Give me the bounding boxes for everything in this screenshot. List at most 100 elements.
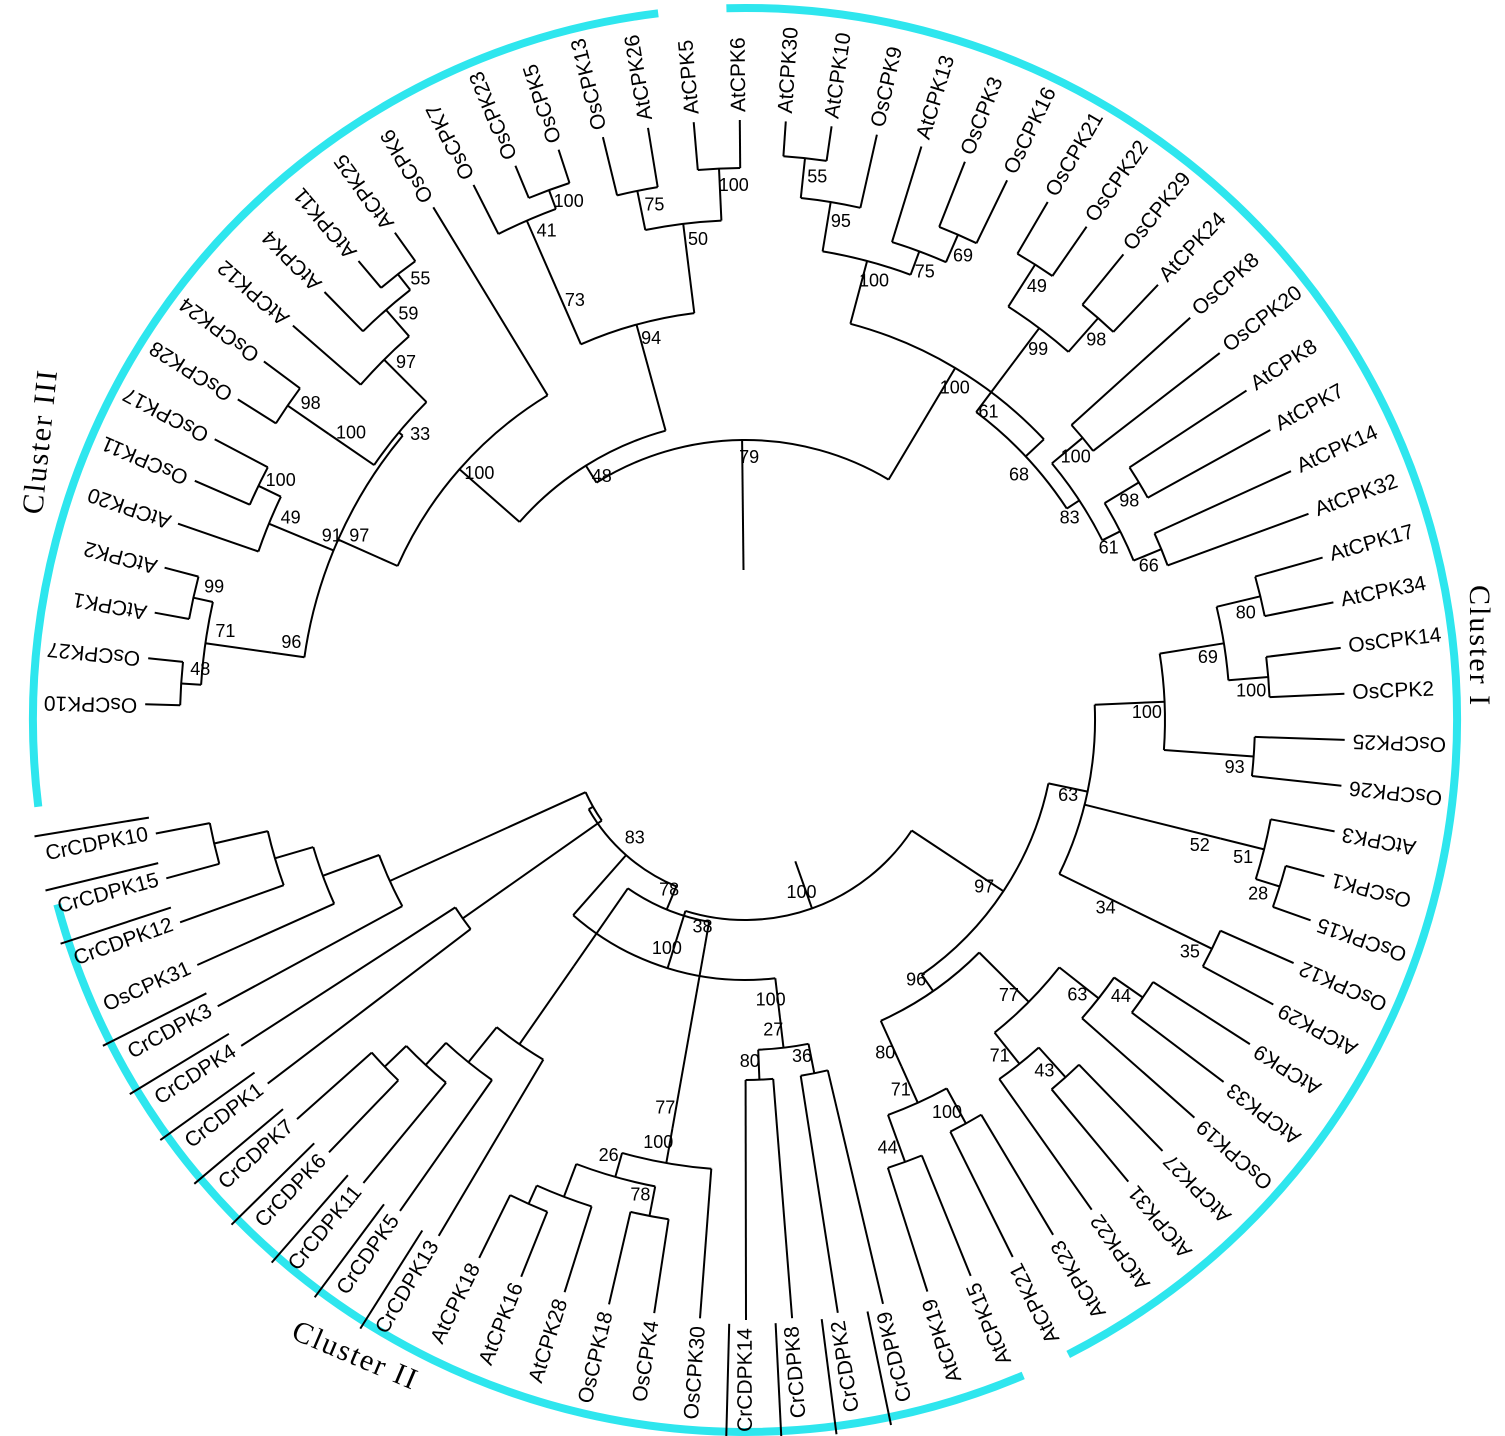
bootstrap-label: 100 — [756, 990, 786, 1010]
leaf-label: AtCPK32 — [1312, 470, 1401, 521]
branch-line — [779, 1017, 785, 1048]
node-arc — [887, 1154, 923, 1169]
branch-line — [310, 539, 334, 552]
branch-line — [826, 1070, 884, 1305]
branch-line — [1070, 316, 1191, 426]
leaf-label: CrCDPK14 — [734, 1328, 757, 1432]
node-arc — [1201, 930, 1222, 967]
bootstrap-label: 79 — [739, 447, 759, 467]
bootstrap-label: 27 — [763, 1019, 783, 1039]
bootstrap-label: 34 — [1096, 897, 1116, 917]
node-arc — [1058, 704, 1097, 875]
leaf-label: OsCPK13 — [567, 36, 611, 132]
node-arc — [880, 951, 980, 1022]
node-arc — [1081, 304, 1114, 333]
bootstrap-label: 94 — [641, 328, 661, 348]
bootstrap-label: 52 — [1190, 835, 1210, 855]
bootstrap-label: 51 — [1233, 847, 1253, 867]
bootstrap-label: 100 — [266, 470, 296, 490]
bootstrap-label: 75 — [915, 262, 935, 282]
branch-line — [177, 522, 259, 553]
leaf-label: AtCPK6 — [727, 37, 751, 112]
bootstrap-label: 36 — [792, 1046, 812, 1066]
leaf-label: OsCPK16 — [999, 84, 1060, 178]
bootstrap-label: 63 — [1067, 985, 1087, 1005]
leaf-label: AtCPK21 — [1005, 1259, 1064, 1347]
branch-line — [555, 288, 582, 345]
branch-line — [757, 1049, 761, 1080]
node-arc — [266, 830, 285, 886]
branch-line — [179, 884, 285, 924]
branch-line — [520, 1211, 549, 1278]
branch-line — [462, 819, 603, 920]
node-arc — [1271, 865, 1287, 908]
branch-line — [181, 682, 202, 686]
branch-line — [194, 479, 251, 506]
bootstrap-label: 80 — [740, 1051, 760, 1071]
bootstrap-label: 49 — [1027, 276, 1047, 296]
bootstrap-label: 50 — [688, 229, 708, 249]
cluster-label-1: Cluster I — [1463, 585, 1496, 707]
branch-line — [1163, 749, 1254, 758]
node-arc — [587, 808, 677, 888]
bootstrap-label: 48 — [592, 466, 612, 486]
branch-line — [166, 862, 220, 880]
leaf-label: CrCDPK10 — [44, 823, 150, 865]
branch-line — [1219, 929, 1295, 965]
leaf-label: OsCPK7 — [422, 100, 479, 183]
leaf-label: OsCPK25 — [1352, 730, 1446, 756]
node-arc — [275, 387, 301, 424]
leaf-label: AtCPK17 — [1327, 520, 1416, 566]
bootstrap-label: 95 — [831, 211, 851, 231]
bootstrap-label: 100 — [1061, 447, 1091, 467]
bootstrap-label: 41 — [537, 220, 557, 240]
node-arc — [1050, 1063, 1080, 1091]
leaf-label: AtCPK20 — [85, 483, 174, 533]
branch-line — [1254, 735, 1345, 741]
branch-line — [900, 1065, 919, 1104]
branch-line — [399, 1079, 493, 1212]
node-arc — [572, 914, 776, 981]
branch-line — [949, 1131, 1014, 1258]
leaf-underline — [270, 1174, 349, 1264]
leaf-label: AtCPK15 — [962, 1279, 1016, 1368]
branch-line — [920, 974, 934, 992]
branch-line — [296, 1051, 373, 1120]
branch-line — [1154, 470, 1292, 535]
leaf-label: OsCPK1 — [1329, 868, 1414, 911]
bootstrap-label: 55 — [807, 167, 827, 187]
branch-line — [772, 1078, 794, 1319]
branch-line — [821, 201, 832, 252]
branch-line — [1285, 864, 1325, 878]
node-arc — [891, 241, 947, 264]
bootstrap-label: 48 — [190, 659, 210, 679]
branch-line — [990, 327, 1040, 393]
leaf-label: AtCPK26 — [620, 33, 657, 122]
leaf-label: AtCPK34 — [1339, 572, 1429, 612]
bootstrap-label: 100 — [336, 422, 366, 442]
leaf-label: AtCPK13 — [912, 53, 959, 142]
leaf-label: AtCPK1 — [71, 588, 149, 624]
leaf-label: AtCPK33 — [1222, 1078, 1305, 1148]
branch-line — [636, 190, 647, 231]
branch-line — [1025, 438, 1045, 458]
branch-line — [164, 566, 199, 578]
node-arc — [685, 829, 913, 921]
branch-line — [467, 1026, 498, 1063]
bootstrap-label: 78 — [659, 880, 679, 900]
branch-line — [214, 438, 269, 469]
bootstrap-label: 91 — [322, 526, 342, 546]
node-arc — [1016, 252, 1053, 277]
branch-line — [1272, 905, 1311, 922]
node-arc — [1158, 653, 1166, 751]
bootstrap-label: 100 — [464, 463, 494, 483]
branch-line — [154, 611, 190, 620]
branch-line — [859, 134, 878, 209]
node-arc — [536, 1184, 592, 1208]
leaf-label: OsCPK10 — [44, 691, 138, 716]
branch-line — [647, 127, 659, 188]
branch-line — [614, 1152, 624, 1178]
branch-line — [155, 822, 210, 835]
branch-line — [993, 1031, 1021, 1065]
